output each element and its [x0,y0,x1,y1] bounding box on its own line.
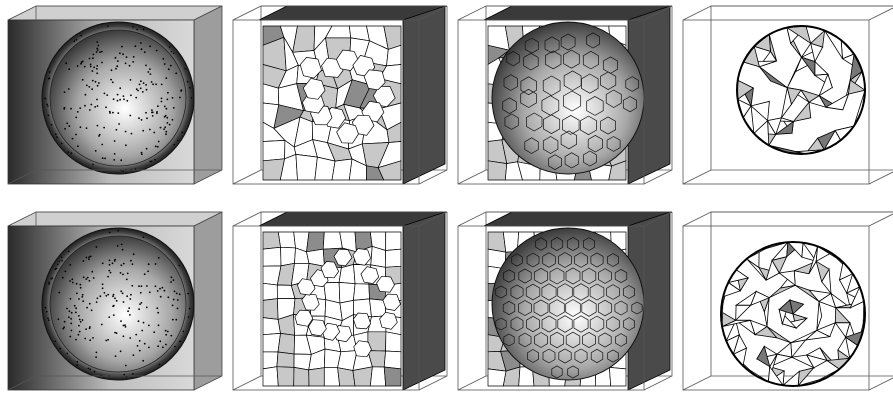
sphere-surface [50,30,186,166]
figure-row-bottom [0,210,893,405]
cut-right-wall [403,212,445,390]
cube-side-face [194,6,222,184]
panel-voronoi-sphere-top [456,4,678,199]
panel-triangulation-bottom [681,210,893,405]
cube-top-face [8,6,222,20]
panel-voronoi-cells-top [231,4,453,199]
sphere-surface [492,228,644,380]
panel-sampled-sphere-top [6,4,228,199]
cut-right-wall [403,6,445,184]
panel-triangulation-top [681,4,893,199]
voronoi-cells [263,232,401,386]
panel-voronoi-cells-bottom [231,210,453,405]
panel-sampled-sphere-bottom [6,210,228,405]
cube-side-face [194,212,222,390]
figure-row-top [0,4,893,199]
sphere-surface [50,236,186,372]
panel-voronoi-sphere-bottom [456,210,678,405]
cube-top-face [8,212,222,226]
